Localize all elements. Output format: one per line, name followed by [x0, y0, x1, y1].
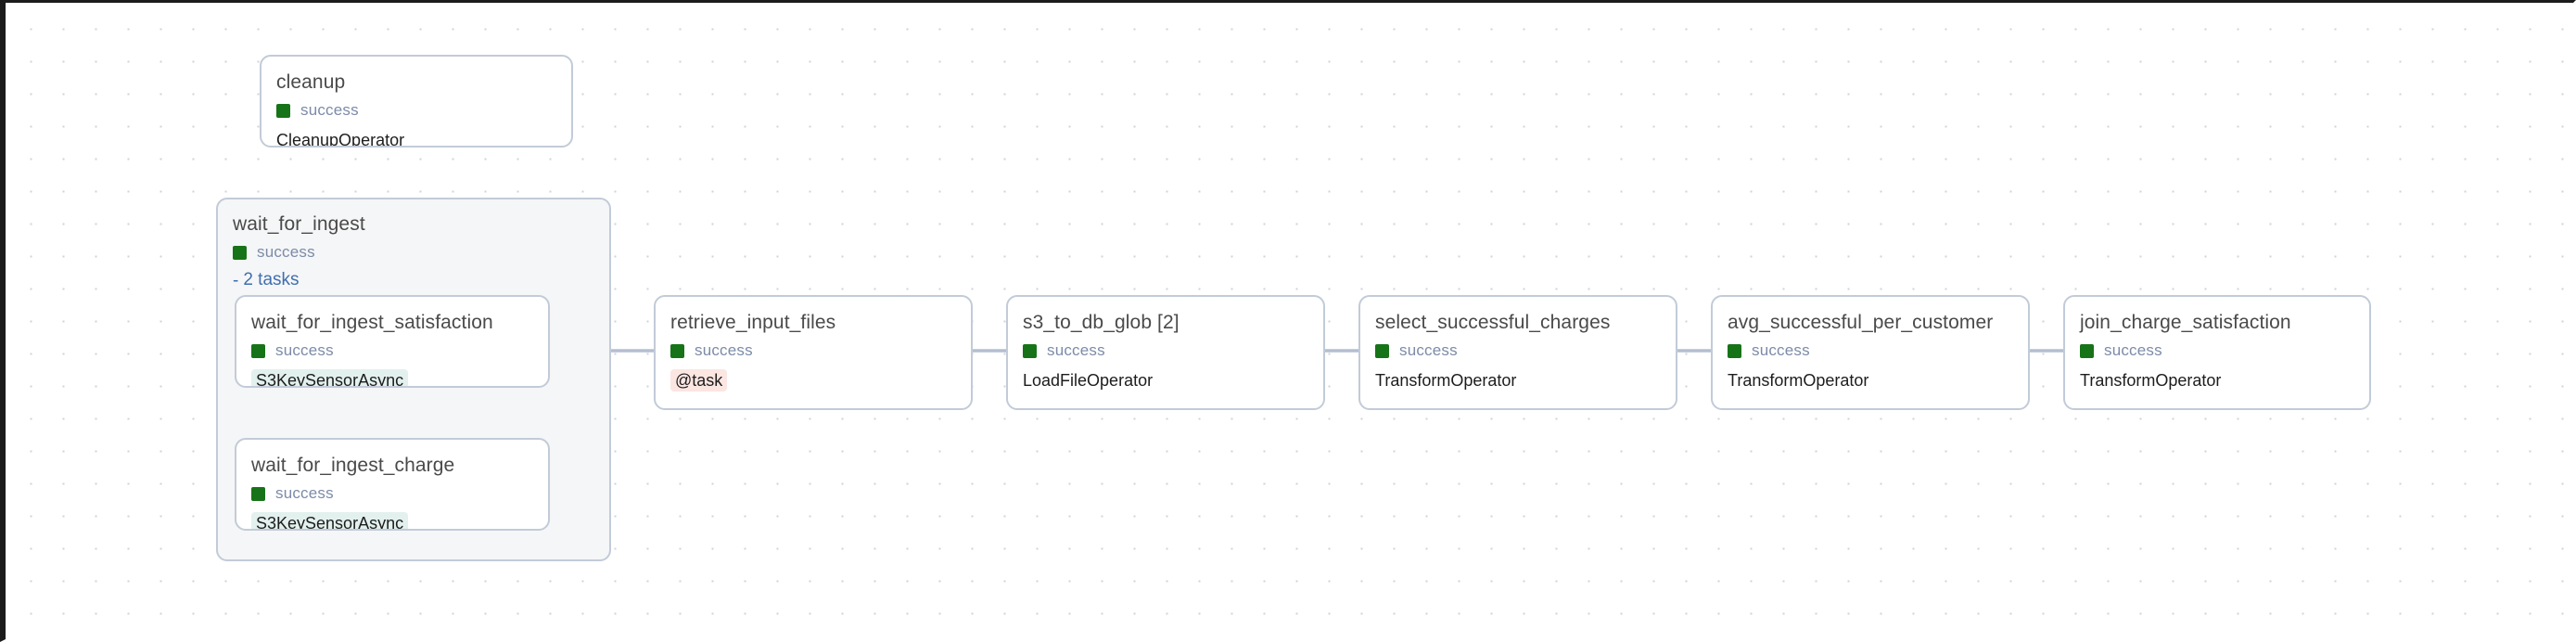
task-node-status: success: [276, 101, 571, 120]
task-node-title: avg_successful_per_customer: [1728, 312, 1994, 333]
task-node-operator: S3KeySensorAsync: [251, 369, 409, 386]
task-node-operator: TransformOperator: [1728, 371, 1869, 391]
task-node-operator: CleanupOperator: [276, 131, 405, 148]
status-success-icon: [2080, 343, 2094, 358]
task-node-title: select_successful_charges: [1375, 312, 1611, 333]
task-group-title: wait_for_ingest: [233, 213, 365, 235]
task-node-operator: TransformOperator: [2080, 371, 2222, 391]
task-node-title: join_charge_satisfaction: [2080, 312, 2291, 333]
task-node-avg-successful-per-customer[interactable]: avg_successful_per_customer success Tran…: [1711, 295, 2030, 410]
task-node-operator-row: TransformOperator: [1728, 369, 2028, 392]
task-node-operator-row: @task: [670, 369, 971, 392]
task-node-retrieve-input-files[interactable]: retrieve_input_files success @task: [654, 295, 973, 410]
task-node-operator-row: S3KeySensorAsync: [251, 512, 548, 529]
task-node-operator: S3KeySensorAsync: [251, 512, 409, 529]
task-node-cleanup[interactable]: cleanup success CleanupOperator: [260, 55, 573, 148]
status-success-icon: [276, 103, 290, 118]
task-node-status-label: success: [300, 101, 359, 120]
status-success-icon: [670, 343, 684, 358]
task-node-wait-for-ingest-satisfaction[interactable]: wait_for_ingest_satisfaction success S3K…: [235, 295, 550, 388]
task-group-collapse-toggle[interactable]: - 2 tasks: [233, 270, 300, 290]
task-node-title: wait_for_ingest_charge: [251, 455, 455, 476]
task-group-child-count: 2 tasks: [243, 270, 300, 290]
task-node-operator-row: CleanupOperator: [276, 129, 571, 148]
task-node-operator: TransformOperator: [1375, 371, 1517, 391]
status-success-icon: [1728, 343, 1741, 358]
task-node-status-label: success: [1047, 341, 1105, 360]
task-node-select-successful-charges[interactable]: select_successful_charges success Transf…: [1358, 295, 1677, 410]
task-node-wait-for-ingest-charge[interactable]: wait_for_ingest_charge success S3KeySens…: [235, 438, 550, 531]
status-success-icon: [251, 343, 265, 358]
task-group-header: wait_for_ingest success - 2 tasks: [218, 199, 609, 290]
task-node-status-label: success: [695, 341, 753, 360]
collapse-minus-icon: -: [233, 270, 239, 290]
task-node-title: wait_for_ingest_satisfaction: [251, 312, 493, 333]
task-node-status: success: [1375, 341, 1676, 360]
status-success-icon: [233, 245, 247, 260]
task-node-title: retrieve_input_files: [670, 312, 836, 333]
task-node-title: s3_to_db_glob [2]: [1023, 312, 1180, 333]
task-node-operator-row: TransformOperator: [2080, 369, 2369, 392]
task-node-operator-row: TransformOperator: [1375, 369, 1676, 392]
task-node-status-label: success: [275, 484, 334, 503]
task-node-status: success: [2080, 341, 2369, 360]
task-group-status-label: success: [257, 243, 315, 262]
task-node-status: success: [1728, 341, 2028, 360]
task-node-status-label: success: [275, 341, 334, 360]
task-node-title: cleanup: [276, 71, 346, 93]
task-node-join-charge-satisfaction[interactable]: join_charge_satisfaction success Transfo…: [2063, 295, 2371, 410]
task-node-operator: @task: [670, 369, 728, 392]
task-node-status: success: [670, 341, 971, 360]
task-node-status-label: success: [2104, 341, 2162, 360]
task-node-status: success: [1023, 341, 1323, 360]
task-node-operator-row: LoadFileOperator: [1023, 369, 1323, 392]
task-node-status: success: [251, 341, 548, 360]
task-node-status: success: [251, 484, 548, 503]
task-node-s3-to-db-glob[interactable]: s3_to_db_glob [2] success LoadFileOperat…: [1006, 295, 1325, 410]
task-group-status: success: [233, 243, 609, 262]
task-node-status-label: success: [1399, 341, 1458, 360]
task-node-operator: LoadFileOperator: [1023, 371, 1154, 391]
task-node-status-label: success: [1752, 341, 1810, 360]
status-success-icon: [251, 486, 265, 501]
status-success-icon: [1375, 343, 1389, 358]
task-node-operator-row: S3KeySensorAsync: [251, 369, 548, 386]
status-success-icon: [1023, 343, 1037, 358]
